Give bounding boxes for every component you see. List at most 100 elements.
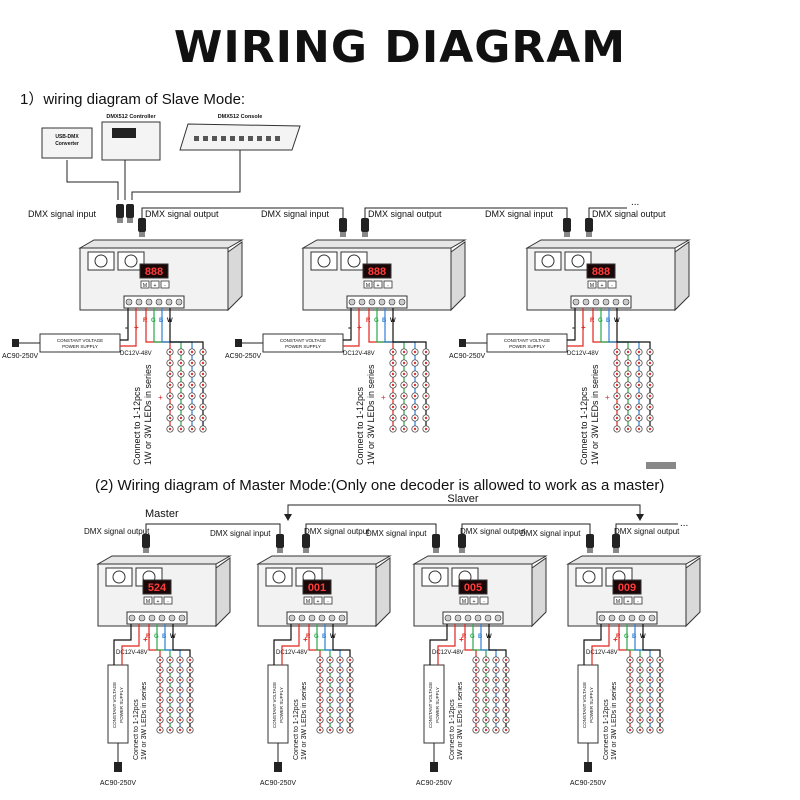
master-2-led-die bbox=[348, 688, 352, 692]
slave-3-chain-out-cable bbox=[588, 207, 627, 218]
master-2-led-die bbox=[318, 718, 322, 722]
slave-2-dmx-in-plug-tip bbox=[340, 232, 346, 237]
master-4-series-text-2: 1W or 3W LEDs in series bbox=[611, 681, 618, 760]
slave-3-decoder-top bbox=[525, 239, 691, 249]
master-1-button-label-0: M bbox=[146, 599, 150, 605]
slave-3-dmx-output-label: DMX signal output bbox=[592, 209, 666, 219]
master-3-terminal-screw-3 bbox=[474, 614, 482, 622]
slave-1-led-die bbox=[190, 394, 194, 398]
master-1-xlr-socket-1 bbox=[105, 567, 133, 587]
slave-1-led-die bbox=[201, 405, 205, 409]
console-key bbox=[266, 136, 271, 141]
slave-2-led-die bbox=[391, 350, 395, 354]
slave-1-decoder-side bbox=[227, 241, 243, 312]
slave-2-led-die bbox=[413, 405, 417, 409]
master-1-ac-plug bbox=[114, 762, 122, 772]
master-4-dmx-in-plug bbox=[586, 534, 594, 548]
slave-2-led-die bbox=[402, 416, 406, 420]
master-1-led-die bbox=[178, 708, 182, 712]
master-3-led-die bbox=[484, 698, 488, 702]
slave-2-daisy-chain-cable bbox=[364, 207, 568, 218]
slave-3-terminal-screw-2 bbox=[592, 298, 600, 306]
master-3-led-die bbox=[474, 668, 478, 672]
master-2-led-die bbox=[328, 668, 332, 672]
master-4-button-label-2: - bbox=[637, 599, 639, 605]
master-2-dmx-out-plug bbox=[302, 534, 310, 548]
console-key bbox=[257, 136, 262, 141]
master-3-xlr-socket-1 bbox=[421, 567, 449, 587]
master-2-power-supply bbox=[267, 664, 289, 744]
slave-3-dc-plus-wire bbox=[567, 308, 584, 347]
slaver-arrow-left bbox=[284, 514, 292, 521]
slave-1-led-die bbox=[168, 372, 172, 376]
master-4-channel-label-3: W bbox=[640, 634, 646, 640]
master-4-terminal-screw-5 bbox=[648, 614, 656, 622]
slave-2-dmx-out-plug-tip bbox=[362, 232, 368, 237]
master-4-channel-label-2: B bbox=[632, 634, 637, 640]
master-4-led-die bbox=[648, 678, 652, 682]
slave-3-led-die bbox=[626, 372, 630, 376]
slave-1-xlr-ring-2 bbox=[124, 254, 138, 268]
slave-1-led-die bbox=[168, 394, 172, 398]
slave-1-terminal-screw-5 bbox=[175, 298, 183, 306]
master-1-led-die bbox=[178, 678, 182, 682]
slave-1-led-die bbox=[179, 350, 183, 354]
master-2-dmx-in-plug-tip bbox=[277, 548, 283, 553]
slave-1-terminal-screw-3 bbox=[155, 298, 163, 306]
master-2-led-die bbox=[338, 688, 342, 692]
slave-2-dc-plus-wire bbox=[343, 308, 360, 347]
slave-1-xlr-ring-1 bbox=[94, 254, 108, 268]
slave-3-button-label-2: - bbox=[611, 283, 613, 289]
slave-3-led-die bbox=[615, 372, 619, 376]
slave-2-series-text-2: 1W or 3W LEDs in series bbox=[366, 364, 376, 465]
master-3-led-die bbox=[494, 668, 498, 672]
master-1-display bbox=[142, 579, 172, 595]
slave-3-led-die bbox=[637, 427, 641, 431]
slave-3-series-text-2: 1W or 3W LEDs in series bbox=[590, 364, 600, 465]
master-3-terminal-screw-0 bbox=[444, 614, 452, 622]
master-4-dc-label: DC12V-48V bbox=[586, 650, 618, 656]
slave-3-wire-blue bbox=[608, 308, 640, 429]
master-3-channel-label-3: W bbox=[486, 634, 492, 640]
master-3-dmx-in-plug bbox=[432, 534, 440, 548]
master-1-led-die bbox=[178, 658, 182, 662]
master-3-dc-label: DC12V-48V bbox=[432, 650, 464, 656]
master-1-led-die bbox=[158, 678, 162, 682]
slave-3-decoder-side bbox=[674, 241, 690, 312]
slave-3-dc-label: DC12V-48V bbox=[567, 351, 599, 357]
master-2-terminal-screw-1 bbox=[298, 614, 306, 622]
slave-1-daisy-chain-cable bbox=[141, 207, 344, 218]
slave-1-xlr-socket-1 bbox=[87, 251, 115, 271]
slave-2-led-die bbox=[424, 394, 428, 398]
slave-2-button-1 bbox=[373, 280, 383, 289]
slave-3-led-die bbox=[637, 416, 641, 420]
slave-2-wire-green bbox=[376, 308, 405, 429]
slave-1-dc-minus-wire bbox=[120, 308, 129, 341]
master-1-dmx-out-plug bbox=[142, 534, 150, 548]
master-2-psu-label-1: CONSTANT VOLTAGE bbox=[272, 682, 277, 728]
slave-2-led-die bbox=[391, 405, 395, 409]
slave-2-wire-blue bbox=[384, 308, 416, 429]
master-1-led-die bbox=[168, 708, 172, 712]
slave-2-ac-plug bbox=[235, 339, 242, 347]
slave-1-psu-label-1: CONSTANT VOLTAGE bbox=[57, 338, 103, 343]
slave-2-led-die bbox=[413, 350, 417, 354]
master-4-led-die bbox=[628, 658, 632, 662]
master-2-led-die bbox=[348, 698, 352, 702]
slave-2-ac-label: AC90-250V bbox=[225, 353, 262, 360]
master-4-display bbox=[612, 579, 642, 595]
master-1-terminal-block bbox=[126, 611, 188, 625]
slave-1-dc-label: DC12V-48V bbox=[120, 351, 152, 357]
master-4-led-die bbox=[638, 728, 642, 732]
slave-2-psu-label-2: POWER SUPPLY bbox=[285, 344, 321, 349]
master-1-psu-label-2: POWER SUPPLY bbox=[119, 687, 124, 723]
slave-1-terminal-block bbox=[123, 295, 185, 309]
master-3-led-die bbox=[474, 728, 478, 732]
slave-1-led-die bbox=[168, 427, 172, 431]
slave-1-led-die bbox=[190, 405, 194, 409]
slave-2-led-die bbox=[424, 350, 428, 354]
slave-1-dmx-input-label: DMX signal input bbox=[28, 209, 97, 219]
master-1-led-die bbox=[178, 688, 182, 692]
console-key bbox=[203, 136, 208, 141]
